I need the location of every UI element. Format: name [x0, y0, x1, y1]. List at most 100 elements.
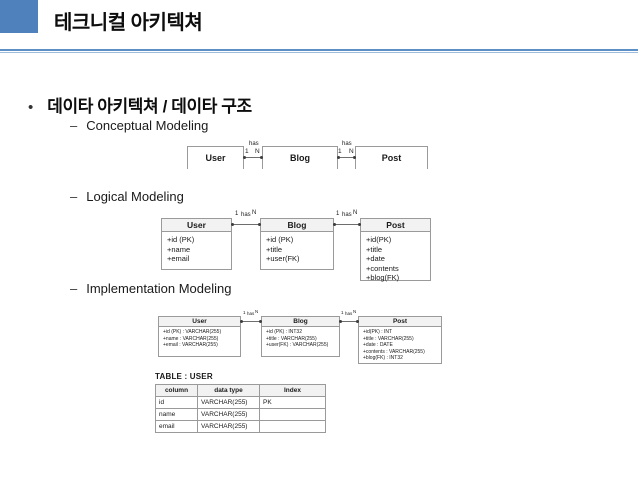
entity-blog: Blog +id (PK) +title +user(FK) — [260, 218, 334, 270]
relation-right-cardinality: N — [353, 309, 357, 314]
slide-header: 테크니컬 아키텍쳐 — [0, 0, 638, 53]
table-cell-index — [259, 420, 326, 433]
sub-item-label: Conceptual Modeling — [86, 118, 209, 133]
relation-endpoint-dot — [240, 320, 243, 323]
relation-endpoint-dot — [356, 320, 359, 323]
relation-line — [232, 224, 260, 225]
entity-attribute: +date — [366, 254, 385, 263]
table-row: name VARCHAR(255) — [155, 408, 326, 421]
header-accent-square — [0, 0, 38, 33]
sub-item-conceptual: – Conceptual Modeling — [70, 118, 208, 133]
sub-item-implementation: – Implementation Modeling — [70, 281, 231, 296]
entity-attribute: +contents : VARCHAR(255) — [363, 348, 425, 355]
entity-attribute: +title — [366, 244, 383, 254]
table-cell-datatype: VARCHAR(255) — [197, 396, 260, 409]
sub-item-label: Implementation Modeling — [86, 281, 232, 296]
entity-title: User — [159, 317, 240, 327]
entity-post: Post +id(PK) : INT +title : VARCHAR(255)… — [358, 316, 442, 364]
entity-attribute: +title : VARCHAR(255) — [363, 335, 414, 342]
sub-item-dash: – — [70, 281, 78, 296]
user-table-block: TABLE : USER column data type Index id V… — [155, 372, 326, 433]
table-cell-column: id — [155, 396, 198, 409]
entity-attribute: +user(FK) : VARCHAR(255) — [266, 342, 329, 349]
sub-item-label: Logical Modeling — [86, 189, 184, 204]
relation-line — [244, 157, 262, 158]
table-header-datatype: data type — [197, 384, 260, 397]
page-title: 테크니컬 아키텍쳐 — [54, 12, 203, 34]
entity-post: Post — [355, 146, 428, 169]
relation-right-cardinality: N — [349, 148, 354, 155]
table-header-index: Index — [259, 384, 326, 397]
header-divider — [0, 49, 638, 51]
entity-title: Blog — [263, 147, 337, 169]
sub-item-dash: – — [70, 189, 78, 204]
table-caption: TABLE : USER — [155, 372, 213, 381]
table-cell-column: name — [155, 408, 198, 421]
relation-endpoint-dot — [358, 223, 361, 226]
relation-verb: has — [249, 141, 259, 147]
table-cell-datatype: VARCHAR(255) — [197, 420, 260, 433]
entity-title: Post — [359, 317, 441, 327]
table-row: id VARCHAR(255) PK — [155, 396, 326, 409]
entity-attributes: +id(PK) : INT +title : VARCHAR(255) +dat… — [359, 327, 441, 362]
entity-attribute: +id (PK) : INT32 — [266, 329, 302, 335]
entity-title: User — [162, 219, 231, 232]
table-cell-index: PK — [259, 396, 326, 409]
entity-attribute: +id (PK) — [167, 235, 195, 244]
relation-verb: has — [241, 212, 251, 218]
bullet-row: • 데이타 아키텍쳐 / 데이타 구조 — [28, 92, 252, 117]
relation-left-cardinality: 1 — [243, 310, 246, 315]
entity-attributes: +id (PK) +title +user(FK) — [261, 232, 333, 264]
entity-attribute: +name — [167, 244, 191, 254]
entity-attribute: +name : VARCHAR(255) — [163, 335, 219, 342]
entity-attribute: +email — [167, 254, 190, 263]
relation-left-cardinality: 1 — [235, 211, 239, 217]
entity-user: User — [187, 146, 244, 169]
relation-line — [340, 321, 358, 322]
table-cell-index — [259, 408, 326, 421]
entity-title: User — [188, 147, 243, 169]
entity-attribute: +date : DATE — [363, 342, 393, 349]
relation-endpoint-dot — [259, 320, 262, 323]
relation-verb: has — [247, 311, 255, 316]
entity-title: Blog — [261, 219, 333, 232]
entity-attribute: +contents — [366, 263, 399, 273]
relation-endpoint-dot — [231, 223, 234, 226]
table-header-column: column — [155, 384, 198, 397]
entity-title: Post — [356, 147, 427, 169]
entity-attributes: +id (PK) : INT32 +title : VARCHAR(255) +… — [262, 327, 339, 349]
relation-right-cardinality: N — [252, 210, 257, 216]
entity-post: Post +id(PK) +title +date +contents +blo… — [360, 218, 431, 282]
table-cell-column: email — [155, 420, 198, 433]
relation-line — [338, 157, 355, 158]
relation-endpoint-dot — [333, 223, 336, 226]
table-row: email VARCHAR(255) — [155, 420, 326, 433]
entity-attribute: +blog(FK) : INT32 — [363, 355, 403, 362]
entity-attribute: +user(FK) — [266, 254, 300, 263]
relation-endpoint-dot — [337, 156, 340, 159]
relation-left-cardinality: 1 — [338, 148, 342, 155]
sub-item-logical: – Logical Modeling — [70, 189, 184, 204]
table-cell-datatype: VARCHAR(255) — [197, 408, 260, 421]
relation-right-cardinality: N — [255, 148, 260, 155]
relation-endpoint-dot — [243, 156, 246, 159]
entity-attribute: +email : VARCHAR(255) — [163, 342, 218, 349]
sub-item-dash: – — [70, 118, 78, 133]
relation-left-cardinality: 1 — [336, 211, 340, 217]
entity-title: Post — [361, 219, 430, 232]
user-table: column data type Index id VARCHAR(255) P… — [155, 384, 326, 433]
relation-endpoint-dot — [353, 156, 356, 159]
entity-title: Blog — [262, 317, 339, 327]
entity-attributes: +id (PK) +name +email — [162, 232, 231, 264]
table-header-row: column data type Index — [155, 384, 326, 397]
entity-attribute: +blog(FK) — [366, 273, 400, 282]
entity-blog: Blog +id (PK) : INT32 +title : VARCHAR(2… — [261, 316, 340, 357]
entity-blog: Blog — [262, 146, 338, 169]
relation-left-cardinality: 1 — [341, 310, 344, 315]
header-divider-secondary — [0, 52, 638, 53]
relation-right-cardinality: N — [353, 210, 358, 216]
relation-verb: has — [342, 141, 352, 147]
relation-verb: has — [342, 212, 352, 218]
